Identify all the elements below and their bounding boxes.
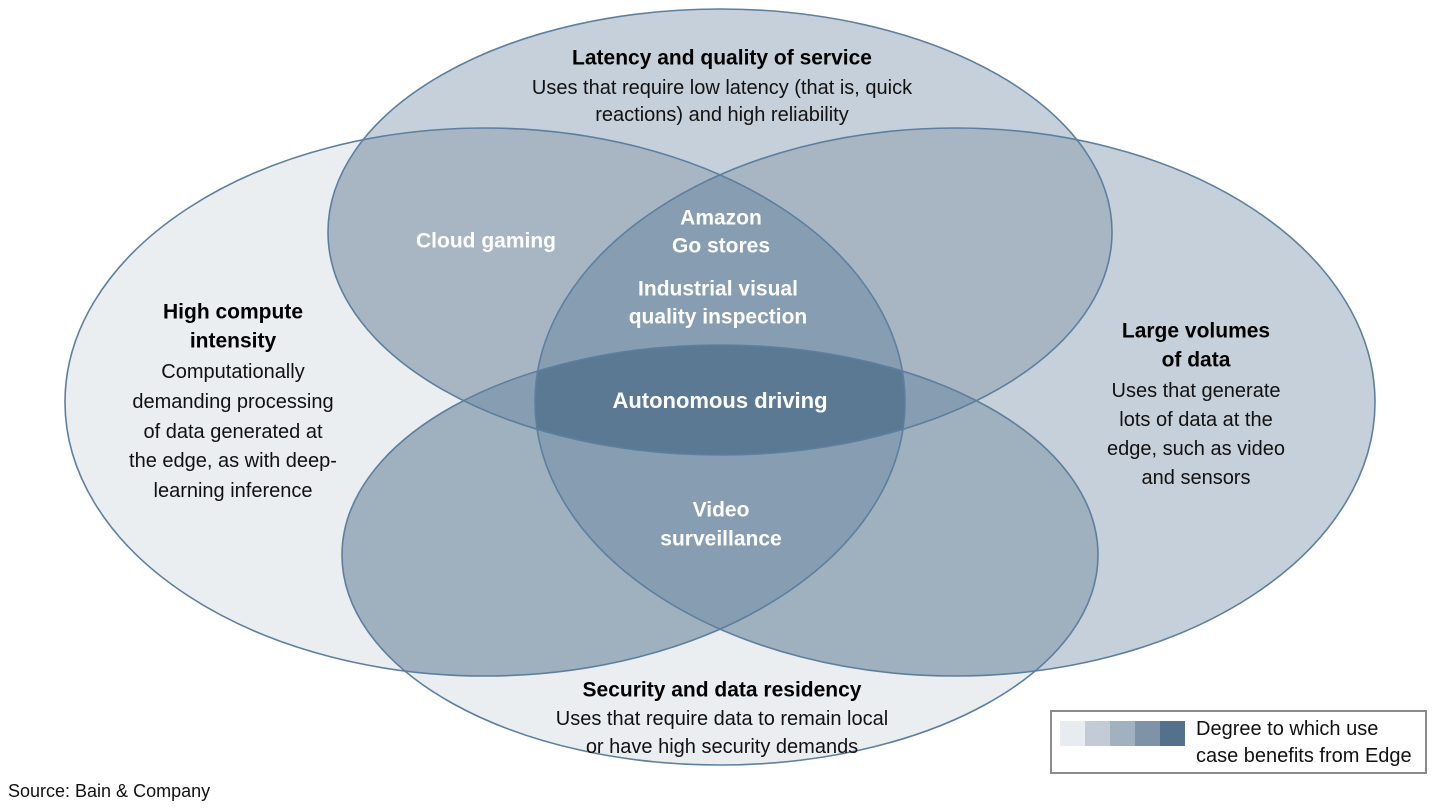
latency-title: Latency and quality of service bbox=[572, 46, 872, 70]
datavolume-title-line2: of data bbox=[1161, 348, 1231, 372]
security-title: Security and data residency bbox=[582, 678, 862, 702]
usecase-amazon-go-line2: Go stores bbox=[671, 234, 771, 258]
latency-desc-line1: Uses that require low latency (that is, … bbox=[531, 77, 913, 99]
latency-desc-line2: reactions) and high reliability bbox=[595, 104, 849, 126]
legend-swatch-5 bbox=[1160, 721, 1185, 746]
legend-label-line2: case benefits from Edge bbox=[1196, 745, 1412, 767]
compute-desc-line4: the edge, as with deep- bbox=[129, 450, 337, 472]
compute-title-line1: High compute bbox=[163, 300, 303, 324]
usecase-amazon-go-line1: Amazon bbox=[680, 206, 762, 230]
overlap-compute-datavolume bbox=[535, 128, 905, 676]
source-note: Source: Bain & Company bbox=[8, 781, 211, 801]
usecase-video-line1: Video bbox=[692, 498, 750, 522]
legend: Degree to which use case benefits from E… bbox=[1050, 710, 1427, 774]
security-desc-line2: or have high security demands bbox=[585, 736, 859, 758]
legend-swatch-4 bbox=[1135, 721, 1160, 746]
security-desc-line1: Uses that require data to remain local bbox=[555, 708, 889, 730]
datavolume-title-line1: Large volumes bbox=[1121, 319, 1271, 343]
usecase-autonomous-driving: Autonomous driving bbox=[612, 387, 828, 413]
usecase-industrial-line1: Industrial visual bbox=[638, 277, 798, 301]
legend-swatch-3 bbox=[1110, 721, 1135, 746]
ellipse-security-outline bbox=[341, 344, 1099, 766]
usecase-video-line2: surveillance bbox=[660, 527, 782, 551]
datavolume-desc-line1: Uses that generate bbox=[1111, 380, 1281, 402]
compute-desc-line5: learning inference bbox=[153, 480, 313, 502]
ellipse-datavolume-outline bbox=[534, 127, 1376, 677]
ellipse-latency-outline bbox=[327, 8, 1113, 456]
ellipse-compute-outline bbox=[64, 127, 906, 677]
legend-label-line1: Degree to which use bbox=[1196, 718, 1379, 740]
compute-title-line2: intensity bbox=[189, 329, 277, 353]
compute-desc-line3: of data generated at bbox=[143, 421, 323, 443]
legend-swatch-1 bbox=[1060, 721, 1085, 746]
datavolume-desc-line3: edge, such as video bbox=[1107, 438, 1285, 460]
usecase-industrial-line2: quality inspection bbox=[628, 305, 808, 329]
legend-label: Degree to which use case benefits from E… bbox=[1196, 716, 1412, 770]
legend-swatch-scale bbox=[1060, 721, 1185, 746]
datavolume-desc-line4: and sensors bbox=[1141, 467, 1251, 489]
compute-desc-line2: demanding processing bbox=[132, 391, 334, 413]
legend-swatch-2 bbox=[1085, 721, 1110, 746]
usecase-cloud-gaming: Cloud gaming bbox=[416, 229, 556, 253]
compute-desc-line1: Computationally bbox=[161, 361, 305, 383]
datavolume-desc-line2: lots of data at the bbox=[1119, 409, 1273, 431]
